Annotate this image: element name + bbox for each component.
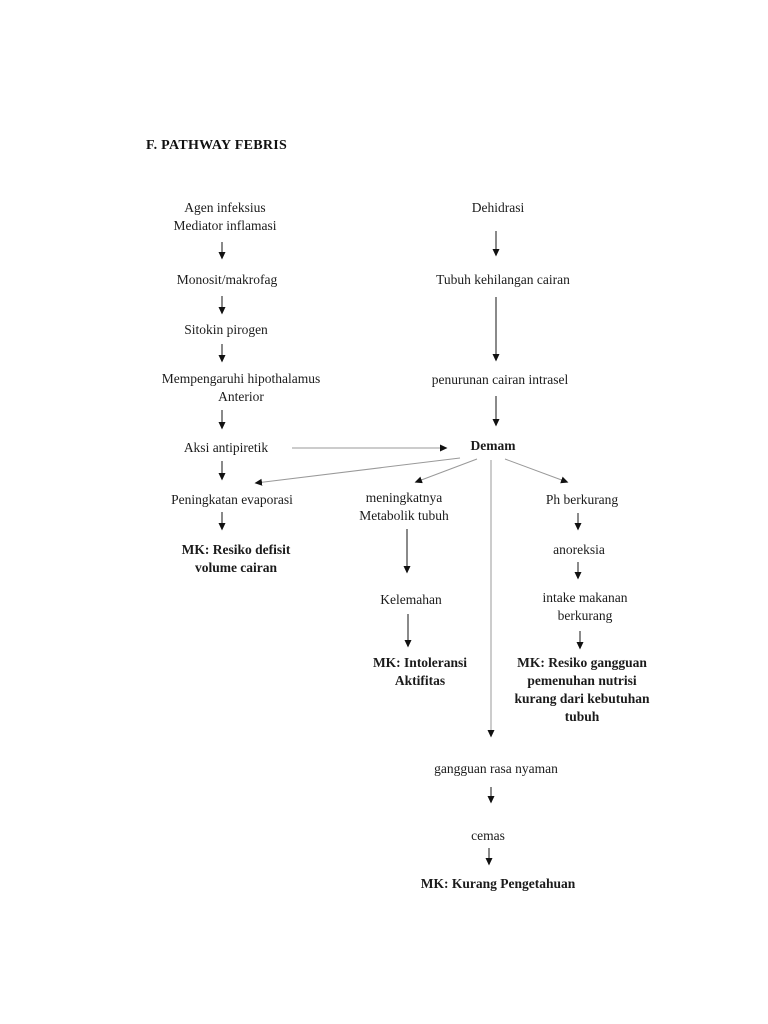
page-title: F. PATHWAY FEBRIS: [146, 138, 288, 153]
node-ph-berkurang: Ph berkurang: [545, 492, 619, 507]
node-agen-infeksius: Agen infeksius Mediator inflamasi: [173, 200, 277, 233]
node-mk-resiko-defisit: MK: Resiko defisit volume cairan: [181, 542, 291, 575]
node-demam: Demam: [470, 438, 516, 453]
node-mk-intoleransi: MK: Intoleransi Aktifitas: [372, 655, 468, 688]
node-penurunan-cairan-intrasel: penurunan cairan intrasel: [431, 372, 569, 387]
arrow-demam-to-peningkatan: [254, 457, 461, 486]
node-monosit-makrofag: Monosit/makrofag: [176, 272, 278, 287]
node-intake-makanan: intake makanan berkurang: [542, 590, 628, 623]
node-gangguan-rasa-nyaman: gangguan rasa nyaman: [434, 761, 558, 776]
arrow-demam-to-metabolik: [414, 458, 478, 484]
node-kelemahan: Kelemahan: [380, 592, 442, 607]
node-dehidrasi: Dehidrasi: [471, 200, 525, 215]
node-anoreksia: anoreksia: [553, 542, 605, 557]
node-cemas: cemas: [471, 828, 505, 843]
node-sitokin-pirogen: Sitokin pirogen: [184, 322, 268, 337]
node-peningkatan-evaporasi: Peningkatan evaporasi: [171, 492, 293, 507]
arrow-demam-to-ph: [504, 458, 569, 484]
node-meningkatnya-metabolik: meningkatnya Metabolik tubuh: [359, 490, 449, 523]
node-mk-resiko-gangguan: MK: Resiko gangguan pemenuhan nutrisi ku…: [514, 655, 650, 724]
node-mk-kurang-pengetahuan: MK: Kurang Pengetahuan: [420, 876, 576, 891]
node-aksi-antipiretik: Aksi antipiretik: [183, 440, 269, 455]
node-hipothalamus-anterior: Mempengaruhi hipothalamus Anterior: [161, 371, 321, 404]
node-tubuh-kehilangan-cairan: Tubuh kehilangan cairan: [436, 272, 570, 287]
